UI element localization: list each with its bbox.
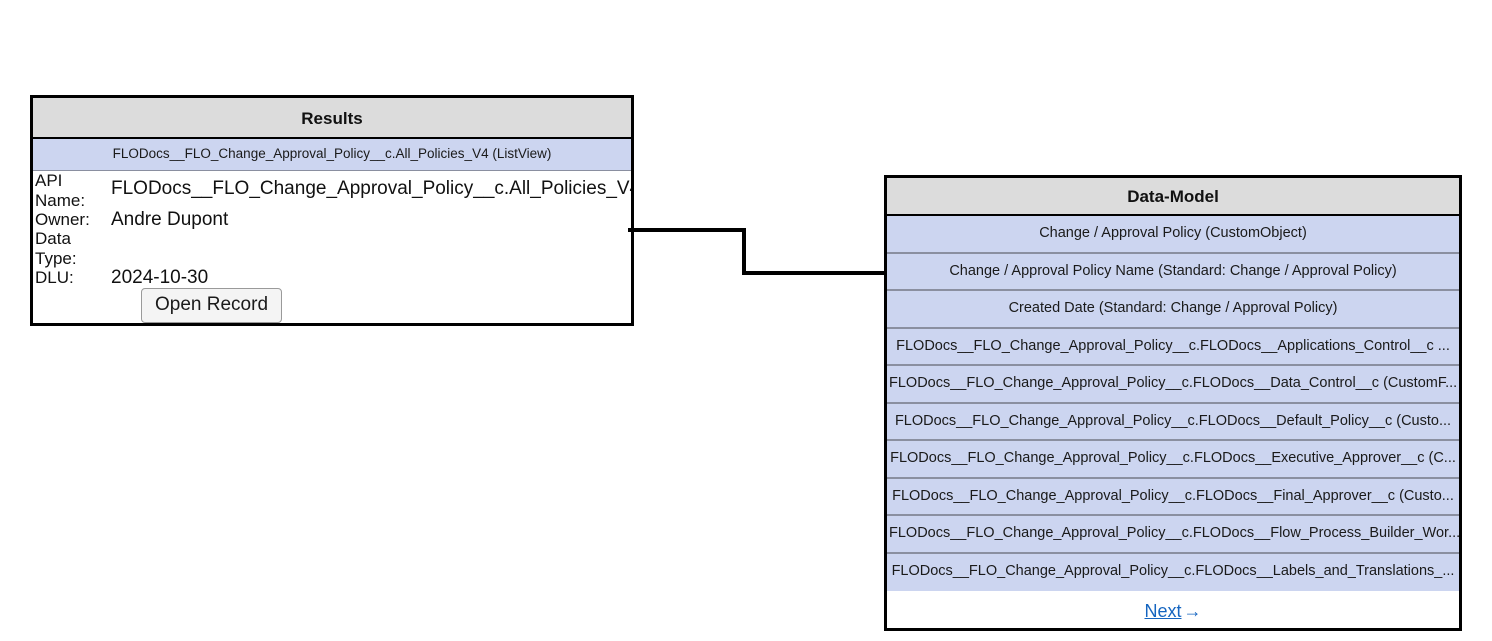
next-page-link[interactable]: Next <box>1144 601 1182 621</box>
data-model-row[interactable]: FLODocs__FLO_Change_Approval_Policy__c.F… <box>887 441 1459 479</box>
data-model-row[interactable]: Change / Approval Policy Name (Standard:… <box>887 253 1459 291</box>
data-model-row[interactable]: Created Date (Standard: Change / Approva… <box>887 291 1459 329</box>
connector-polyline <box>628 228 890 275</box>
data-model-row[interactable]: FLODocs__FLO_Change_Approval_Policy__c.F… <box>887 553 1459 591</box>
open-record-button[interactable]: Open Record <box>141 288 283 323</box>
field-label-owner: Owner: <box>35 210 90 229</box>
results-listview-subtitle[interactable]: FLODocs__FLO_Change_Approval_Policy__c.A… <box>33 139 631 171</box>
results-fields: API Name: FLODocs__FLO_Change_Approval_P… <box>33 171 631 323</box>
data-model-footer: Next→ <box>887 591 1459 628</box>
data-model-row-list: Change / Approval Policy (CustomObject) … <box>887 216 1459 591</box>
data-model-row[interactable]: Change / Approval Policy (CustomObject) <box>887 216 1459 254</box>
arrow-right-icon[interactable]: → <box>1183 601 1202 621</box>
data-model-row[interactable]: FLODocs__FLO_Change_Approval_Policy__c.F… <box>887 366 1459 404</box>
field-label-api-name: API Name: <box>35 171 86 210</box>
data-model-panel-title: Data-Model <box>887 178 1459 216</box>
connector-line <box>628 228 890 275</box>
results-panel-title: Results <box>33 98 631 139</box>
data-model-row[interactable]: FLODocs__FLO_Change_Approval_Policy__c.F… <box>887 403 1459 441</box>
results-panel: Results FLODocs__FLO_Change_Approval_Pol… <box>30 95 634 326</box>
data-model-panel: Data-Model Change / Approval Policy (Cus… <box>884 175 1462 631</box>
data-model-row[interactable]: FLODocs__FLO_Change_Approval_Policy__c.F… <box>887 516 1459 554</box>
field-label-dlu: DLU: <box>35 268 74 287</box>
field-value-dlu: 2024-10-30 <box>111 267 209 288</box>
data-model-row[interactable]: FLODocs__FLO_Change_Approval_Policy__c.F… <box>887 478 1459 516</box>
field-value-api-name: FLODocs__FLO_Change_Approval_Policy__c.A… <box>111 178 631 199</box>
field-value-owner: Andre Dupont <box>111 209 229 230</box>
data-model-row[interactable]: FLODocs__FLO_Change_Approval_Policy__c.F… <box>887 328 1459 366</box>
field-label-data-type: Data Type: <box>35 229 77 268</box>
